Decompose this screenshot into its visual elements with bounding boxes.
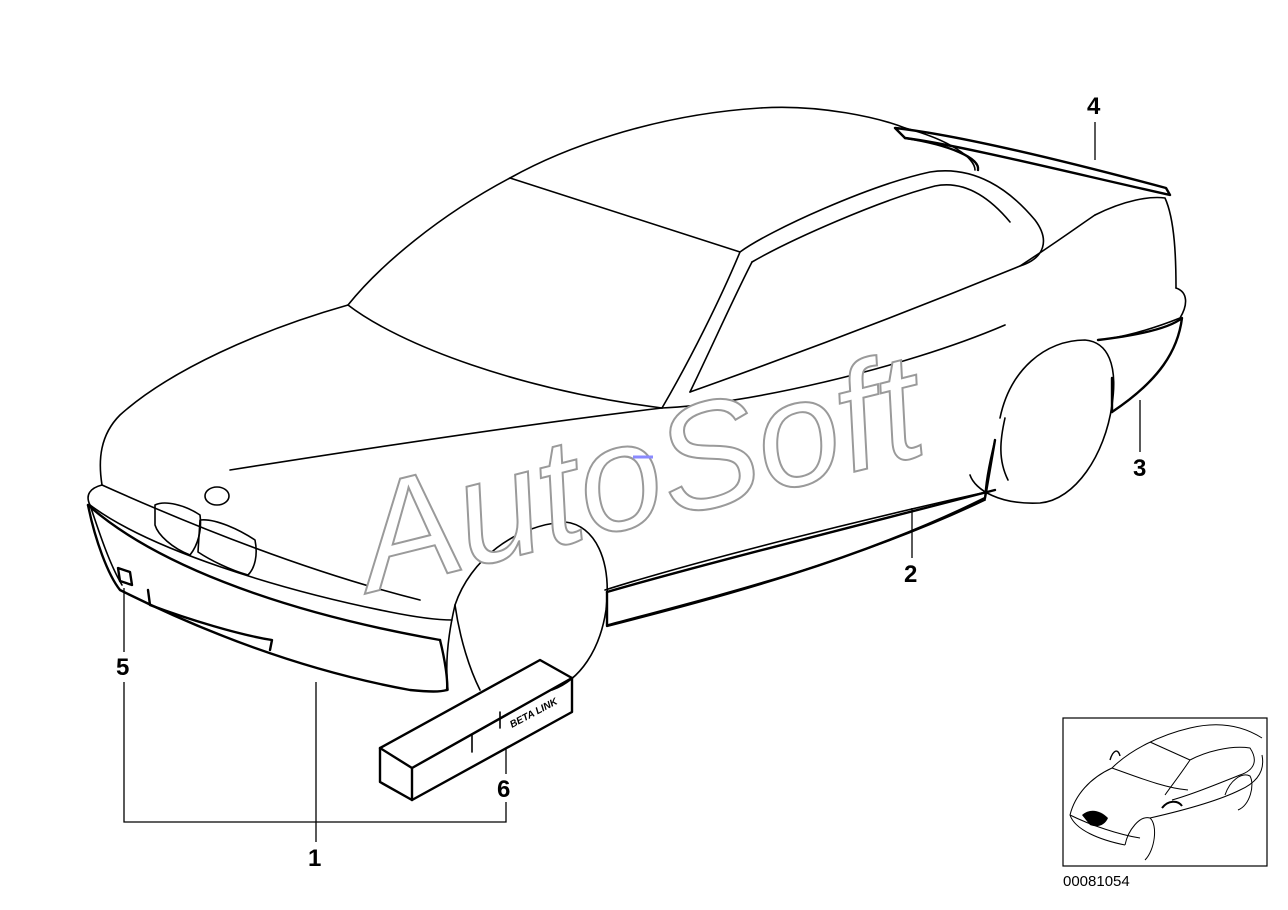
highlighted-parts: [86, 126, 1184, 693]
watermark-text: AutoSoft: [331, 320, 943, 625]
callout-4: 4: [1087, 93, 1101, 120]
callout-2: 2: [904, 561, 917, 588]
front-apron-part: [86, 503, 449, 693]
box-label-text: BETA LINK: [508, 696, 560, 731]
callout-6: 6: [497, 776, 510, 803]
side-skirt-part: [605, 438, 997, 628]
diagram-number: 00081054: [1063, 873, 1130, 890]
rear-apron-part: [1096, 316, 1184, 414]
leader-lines: [123, 122, 1141, 842]
callout-3: 3: [1133, 455, 1146, 482]
tow-hook-cover-part: [116, 566, 134, 587]
callout-numbers: 1 2 3 4 5 6: [116, 93, 1146, 872]
callout-5: 5: [116, 654, 129, 681]
callout-1: 1: [308, 845, 321, 872]
vehicle-thumbnail: [1062, 717, 1268, 867]
rear-spoiler-part: [893, 126, 1172, 197]
